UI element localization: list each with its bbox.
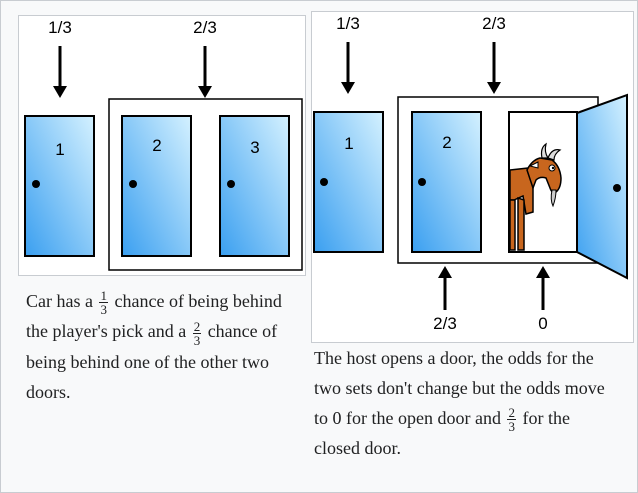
right-top-label-2: 2/3 xyxy=(482,14,506,33)
right-arrow-bottom-1 xyxy=(438,266,452,310)
left-door-3-number: 3 xyxy=(250,138,260,157)
left-door-1-knob xyxy=(32,180,40,188)
right-caption-part2: for the closed door. xyxy=(314,408,570,459)
left-top-label-2: 2/3 xyxy=(193,18,217,37)
right-caption-part1: The host opens a door, the odds for the … xyxy=(314,348,605,428)
right-door-1-knob xyxy=(320,178,328,186)
left-door-2-number: 2 xyxy=(152,136,162,155)
right-door-1-number: 1 xyxy=(344,134,354,153)
left-arrow-2 xyxy=(198,46,212,98)
right-bottom-label-1: 2/3 xyxy=(433,314,457,333)
goat-icon xyxy=(509,142,562,251)
fraction-denominator: 3 xyxy=(193,332,201,348)
fraction-numerator: 2 xyxy=(192,318,202,334)
fraction-denominator: 3 xyxy=(100,302,107,318)
right-arrow-bottom-2 xyxy=(536,266,550,310)
left-arrow-1 xyxy=(53,46,67,98)
fraction-denominator: 3 xyxy=(508,419,515,435)
open-door-knob xyxy=(613,184,621,192)
left-door-1-number: 1 xyxy=(55,140,65,159)
right-arrow-top-2 xyxy=(487,42,501,94)
fraction-numerator: 2 xyxy=(507,405,516,421)
fraction-numerator: 1 xyxy=(99,288,108,304)
right-caption: The host opens a door, the odds for the … xyxy=(314,343,614,463)
left-door-2-knob xyxy=(129,180,137,188)
right-bottom-label-2: 0 xyxy=(538,314,548,333)
right-door-2-number: 2 xyxy=(442,133,452,152)
left-caption-part2: chance of being behind the player's pick… xyxy=(26,291,282,342)
right-door-2-knob xyxy=(418,178,426,186)
right-arrow-top-1 xyxy=(341,42,355,94)
left-door-3-knob xyxy=(227,180,235,188)
left-caption-part3: chance of being behind one of the other … xyxy=(26,321,278,402)
left-door-2 xyxy=(121,115,192,257)
open-door xyxy=(576,93,628,280)
left-top-label-1: 1/3 xyxy=(48,18,72,37)
left-caption-part1: Car has a xyxy=(26,291,93,311)
right-top-label-1: 1/3 xyxy=(336,14,360,33)
